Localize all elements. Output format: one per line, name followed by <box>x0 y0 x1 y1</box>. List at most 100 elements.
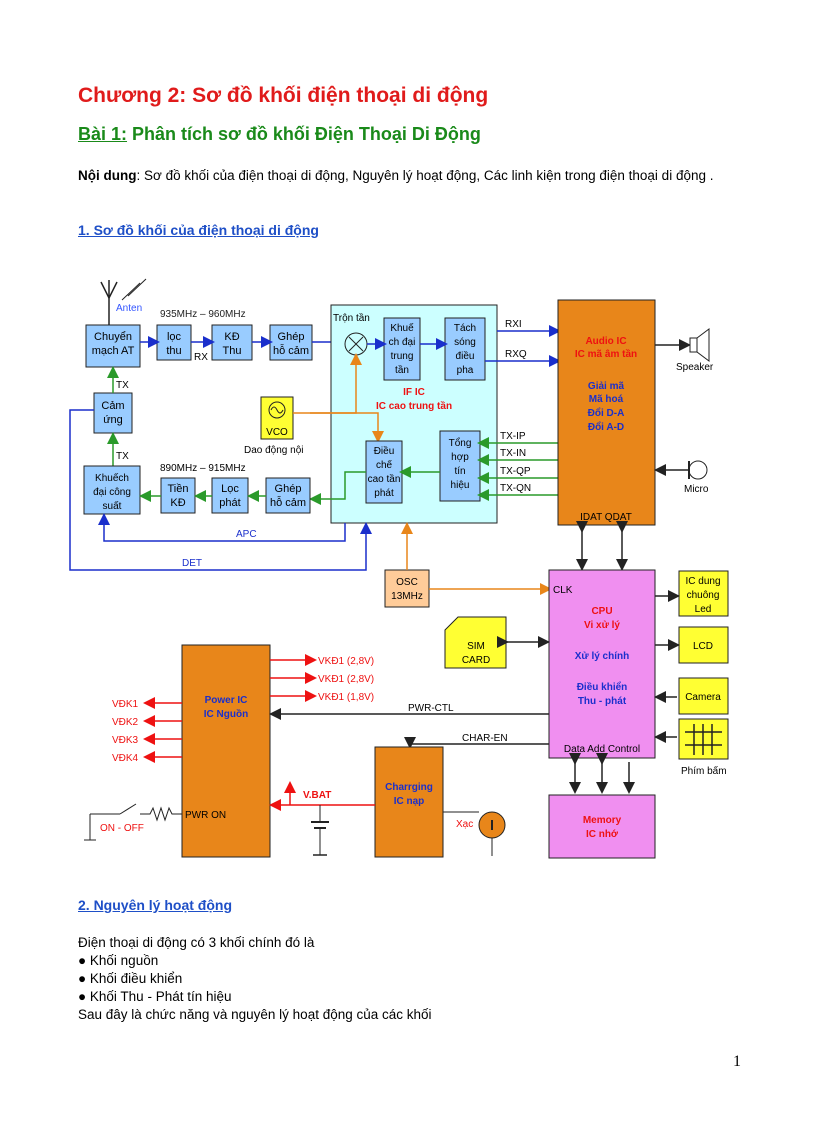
cpu-label-2: Vi xử lý <box>584 620 620 631</box>
antenna-icon <box>100 278 147 325</box>
tx-coupler-label-2: hỗ cảm <box>270 496 306 509</box>
on-off-label: ON - OFF <box>100 823 144 834</box>
keypad-icon <box>685 724 722 755</box>
tx-filter-label-2: phát <box>219 497 240 509</box>
body-paragraph-2: Sau đây là chức năng và nguyên lý hoạt đ… <box>78 1007 432 1022</box>
sensor-box <box>93 392 133 434</box>
synth-label-4: hiệu <box>451 480 470 491</box>
antenna-switch-label-1: Chuyển <box>94 331 132 343</box>
demod-label-3: điều <box>456 350 475 362</box>
charging-ic-label-2: IC nạp <box>394 796 425 807</box>
camera-box <box>678 677 729 715</box>
speaker-icon <box>689 328 710 362</box>
vkd-label-3: VKĐ1 (1,8V) <box>318 692 374 703</box>
block-diagram: Anten 935MHz – 960MHz Chuyển mạch AT lọc… <box>69 278 729 859</box>
tx-label-1: TX <box>116 380 129 391</box>
keypad-label: Phím bấm <box>681 765 727 777</box>
rxq-label: RXQ <box>505 349 527 360</box>
osc-label-1: OSC <box>396 577 418 588</box>
tx-qn-label: TX-QN <box>500 483 531 494</box>
cpu-label-5: Thu - phát <box>578 696 627 707</box>
mixer-label: Trộn tần <box>333 312 370 324</box>
rx-coupler-label-2: hỗ cảm <box>273 344 309 357</box>
vkd-label-2: VKĐ1 (2,8V) <box>318 674 374 685</box>
pwr-on-label: PWR ON <box>185 810 226 821</box>
page-title: Chương 2: Sơ đồ khối điện thoại di động <box>78 84 489 107</box>
synth-label-2: hợp <box>451 452 469 463</box>
sensor-label-2: ứng <box>103 414 123 426</box>
synth-label-1: Tổng <box>449 437 472 449</box>
power-amp-label-3: suất <box>103 500 122 512</box>
intro-paragraph: Nội dung: Sơ đồ khối của điện thoại di đ… <box>78 166 738 185</box>
audio-ic-box <box>557 299 656 526</box>
tx-coupler-box <box>265 477 311 514</box>
charging-ic-label-1: Charrging <box>385 782 433 793</box>
synth-label-3: tín <box>454 466 465 477</box>
demod-box <box>444 317 486 381</box>
if-ic-label-2: IC cao trung tần <box>376 400 452 412</box>
modulator-label-2: chế <box>376 459 393 471</box>
power-amp-label-2: đại công <box>93 487 131 498</box>
if-amp-label-1: Khuế <box>390 322 414 334</box>
power-ic-label-1: Power IC <box>205 695 248 706</box>
sim-label-2: CARD <box>462 655 490 666</box>
power-ic-label-2: IC Nguồn <box>204 708 248 720</box>
bullet-item: ● Khối Thu - Phát tín hiệu <box>78 989 232 1004</box>
charging-ic-box <box>374 746 444 858</box>
lcd-label: LCD <box>693 641 713 652</box>
rxi-label: RXI <box>505 319 522 330</box>
cpu-box <box>548 569 656 759</box>
tx-freq-label: 890MHz – 915MHz <box>160 463 246 474</box>
power-ic-box <box>181 644 271 858</box>
antenna-switch-label-2: mạch AT <box>92 345 135 357</box>
if-amp-label-2: ch đại <box>389 337 416 348</box>
demod-label-4: pha <box>457 365 474 376</box>
vco-text: VCO <box>266 427 288 438</box>
speaker-label: Speaker <box>676 362 714 373</box>
synth-box <box>439 430 481 502</box>
ring-ic-label-3: Led <box>695 604 712 615</box>
apc-label: APC <box>236 529 257 540</box>
rx-filter-label-1: lọc <box>167 331 182 343</box>
sim-label-1: SIM <box>467 641 485 652</box>
modulator-label-3: cao tần <box>368 473 401 485</box>
section-2-heading: 2. Nguyên lý hoạt động <box>78 897 233 913</box>
tx-coupler-label-1: Ghép <box>275 483 302 495</box>
osc-box <box>384 569 430 608</box>
tx-ip-label: TX-IP <box>500 431 526 442</box>
tx-preamp-box <box>160 477 196 514</box>
power-switch-icon <box>84 803 182 841</box>
section-1-heading: 1. Sơ đồ khối của điện thoại di động <box>78 222 319 238</box>
cpu-bus-label: Data Add Control <box>564 744 640 755</box>
audio-ic-label-6: Đổi A-D <box>588 421 624 433</box>
power-amp-box <box>83 465 141 515</box>
intro-label: Nội dung <box>78 168 137 183</box>
rx-filter-label-2: thu <box>166 345 181 357</box>
vdk-label-2: VĐK2 <box>112 717 139 728</box>
charger-icon <box>443 811 506 856</box>
page-number: 1 <box>733 1053 741 1070</box>
vdk-label-4: VĐK4 <box>112 753 139 764</box>
tx-preamp-label-1: Tiền <box>168 483 189 495</box>
audio-bus-label: IDAT QDAT <box>580 512 632 523</box>
camera-label: Camera <box>685 692 721 703</box>
ring-ic-box <box>678 570 729 617</box>
tx-preamp-label-2: KĐ <box>170 497 185 509</box>
sensor-label-1: Cảm <box>101 400 124 412</box>
sine-wave-icon <box>268 401 286 419</box>
tx-qp-label: TX-QP <box>500 466 531 477</box>
lcd-box <box>678 626 729 664</box>
rx-freq-label: 935MHz – 960MHz <box>160 309 246 320</box>
vkd-label-1: VKĐ1 (2,8V) <box>318 656 374 667</box>
ring-ic-label-2: chuông <box>687 590 720 601</box>
rx-amp-label-2: Thu <box>223 345 242 357</box>
tx-label-2: TX <box>116 451 129 462</box>
audio-ic-label-5: Đổi D-A <box>588 407 625 419</box>
charger-label: Xạc <box>456 819 473 830</box>
bullet-item: ● Khối nguồn <box>78 953 159 968</box>
lesson-title: Phân tích sơ đồ khối Điện Thoại Di Động <box>127 124 481 144</box>
antenna-label: Anten <box>116 303 142 314</box>
audio-ic-label-2: IC mã âm tần <box>575 348 637 360</box>
vco-caption: Dao động nội <box>244 445 304 456</box>
rx-label: RX <box>194 352 208 363</box>
